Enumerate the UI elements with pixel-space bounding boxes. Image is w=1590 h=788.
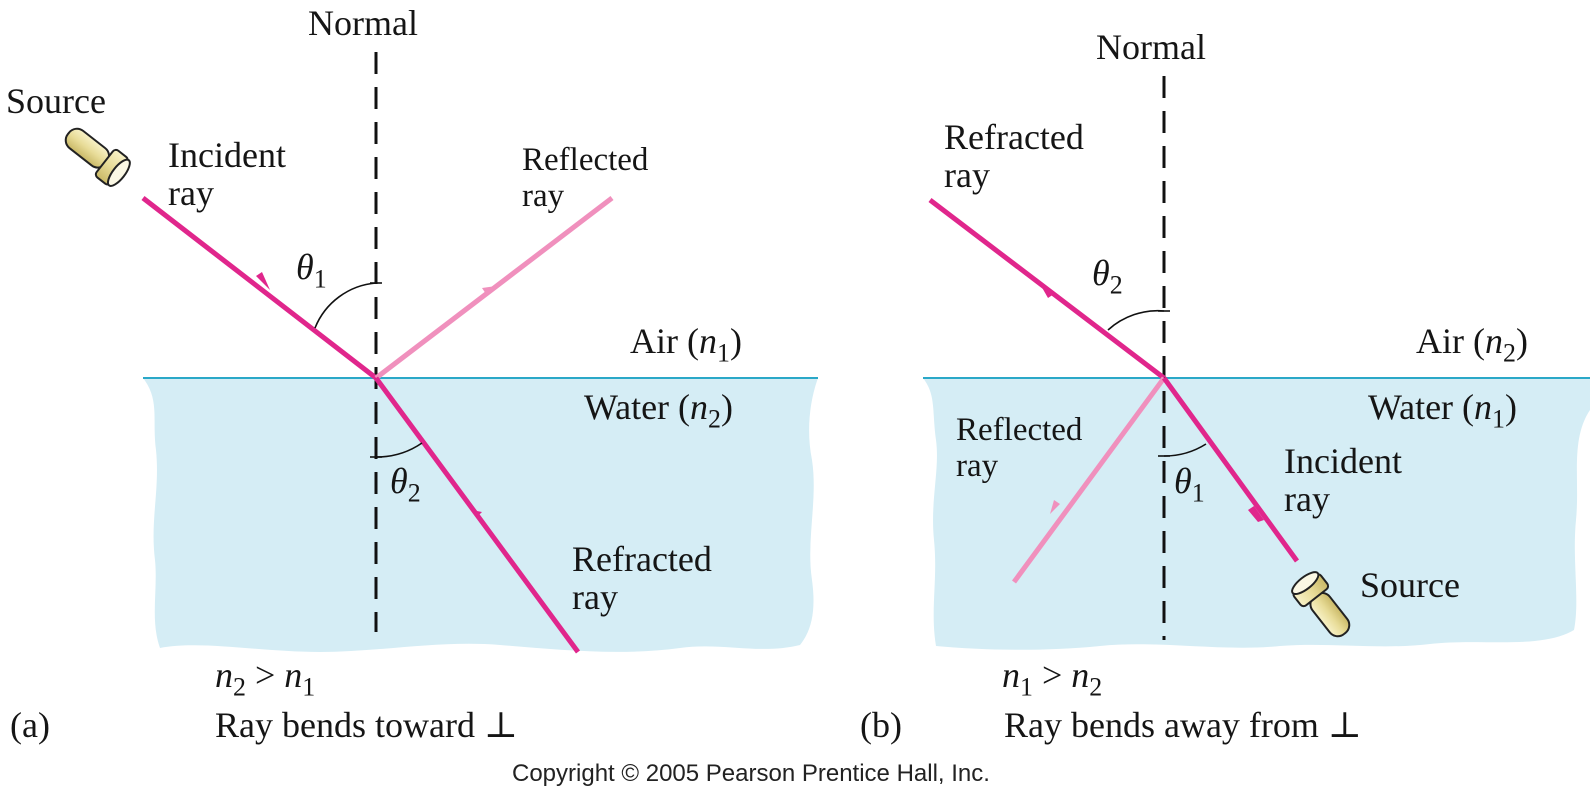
water-sub-a: 2 [708, 404, 721, 434]
theta2-sub-a: 2 [407, 478, 421, 508]
theta1-sub-b: 1 [1191, 478, 1205, 508]
incident-label-a-line2: ray [168, 173, 214, 213]
refracted-label-b-line2: ray [944, 155, 990, 195]
index-relation-b: n1 > n2 [1002, 656, 1102, 706]
reflected-label-b-line2: ray [956, 448, 999, 484]
water-body-a [143, 378, 818, 652]
reflected-arrow-a [482, 286, 496, 294]
water-label-b: Water (n1) [1368, 388, 1517, 438]
theta2-sub-b: 2 [1109, 270, 1123, 300]
theta1-label-a: θ1 [296, 248, 327, 298]
incident-ray-b [1161, 376, 1300, 563]
water-n-b: n [1474, 387, 1493, 427]
incident-ray-a [141, 196, 378, 380]
incident-arrow-b [1248, 506, 1264, 522]
refracted-arrow-b [1040, 284, 1054, 298]
angle-arc-theta1-a [314, 282, 377, 329]
theta2-label-a: θ2 [390, 462, 421, 512]
air-n-b: n [1484, 321, 1503, 361]
flashlight-icon-a [64, 127, 131, 187]
panel-a [64, 52, 818, 654]
theta2-symbol-a: θ [390, 461, 408, 501]
panel-tag-a: (a) [10, 705, 50, 745]
relation-a-op: > [245, 655, 285, 695]
reflected-label-a-line1: Reflected [522, 142, 649, 178]
incident-label-b: Incident ray [1284, 442, 1402, 518]
refracted-arrow-a [466, 500, 482, 516]
flashlight-icon-b [1291, 571, 1351, 638]
relation-b-sub2: 2 [1089, 672, 1103, 702]
air-sub-b: 2 [1502, 338, 1516, 368]
refracted-label-a: Refracted ray [572, 540, 712, 616]
air-label-b: Air (n2) [1416, 322, 1528, 372]
incident-arrow-a [256, 272, 270, 290]
panel-b [923, 76, 1590, 650]
caption-a: Ray bends toward ⊥ [215, 705, 518, 745]
water-close-b: ) [1504, 387, 1517, 427]
water-n-a: n [690, 387, 709, 427]
water-name-a: Water ( [584, 387, 691, 427]
relation-b-n2: n [1071, 655, 1090, 695]
reflected-label-a-line2: ray [522, 178, 565, 214]
air-name-a: Air ( [630, 321, 699, 361]
air-n-a: n [698, 321, 717, 361]
theta1-label-b: θ1 [1174, 462, 1205, 512]
panel-tag-b: (b) [860, 705, 902, 745]
refracted-ray-a [373, 376, 581, 654]
theta2-symbol-b: θ [1092, 253, 1110, 293]
theta1-sub-a: 1 [313, 264, 327, 294]
air-sub-a: 1 [716, 338, 730, 368]
theta1-symbol-a: θ [296, 247, 314, 287]
incident-label-b-line1: Incident [1284, 441, 1402, 481]
relation-b-n1: n [1002, 655, 1020, 695]
refracted-label-a-line1: Refracted [572, 539, 712, 579]
air-close-b: ) [1515, 321, 1528, 361]
water-label-a: Water (n2) [584, 388, 733, 438]
relation-a-n1: n [215, 655, 233, 695]
refracted-label-b-line1: Refracted [944, 117, 1084, 157]
caption-b: Ray bends away from ⊥ [1004, 705, 1362, 745]
theta1-symbol-b: θ [1174, 461, 1192, 501]
air-name-b: Air ( [1416, 321, 1485, 361]
refracted-label-a-line2: ray [572, 577, 618, 617]
copyright-notice: Copyright © 2005 Pearson Prentice Hall, … [512, 760, 990, 787]
reflected-label-b-line1: Reflected [956, 412, 1083, 448]
source-label-b: Source [1360, 565, 1460, 605]
water-close-a: ) [720, 387, 733, 427]
incident-label-b-line2: ray [1284, 479, 1330, 519]
relation-a-sub1: 2 [233, 672, 246, 702]
reflected-label-a: Reflected ray [522, 142, 648, 214]
reflected-label-b: Reflected ray [956, 412, 1082, 484]
relation-a-n2: n [284, 655, 303, 695]
air-label-a: Air (n1) [630, 322, 742, 372]
air-close-a: ) [729, 321, 742, 361]
incident-label-a: Incident ray [168, 136, 286, 212]
water-sub-b: 1 [1492, 404, 1505, 434]
reflected-ray-b [1011, 376, 1167, 584]
reflected-ray-a [374, 196, 614, 380]
relation-a-sub2: 1 [302, 672, 316, 702]
refracted-label-b: Refracted ray [944, 118, 1084, 194]
theta2-label-b: θ2 [1092, 254, 1123, 304]
angle-arc-theta2-b [1107, 309, 1165, 331]
normal-label-b: Normal [1096, 27, 1206, 67]
relation-b-sub1: 1 [1020, 672, 1033, 702]
water-name-b: Water ( [1368, 387, 1475, 427]
reflected-arrow-b [1050, 500, 1060, 514]
source-label-a: Source [6, 81, 106, 121]
incident-label-a-line1: Incident [168, 135, 286, 175]
index-relation-a: n2 > n1 [215, 656, 315, 706]
normal-label-a: Normal [308, 3, 418, 43]
relation-b-op: > [1032, 655, 1072, 695]
